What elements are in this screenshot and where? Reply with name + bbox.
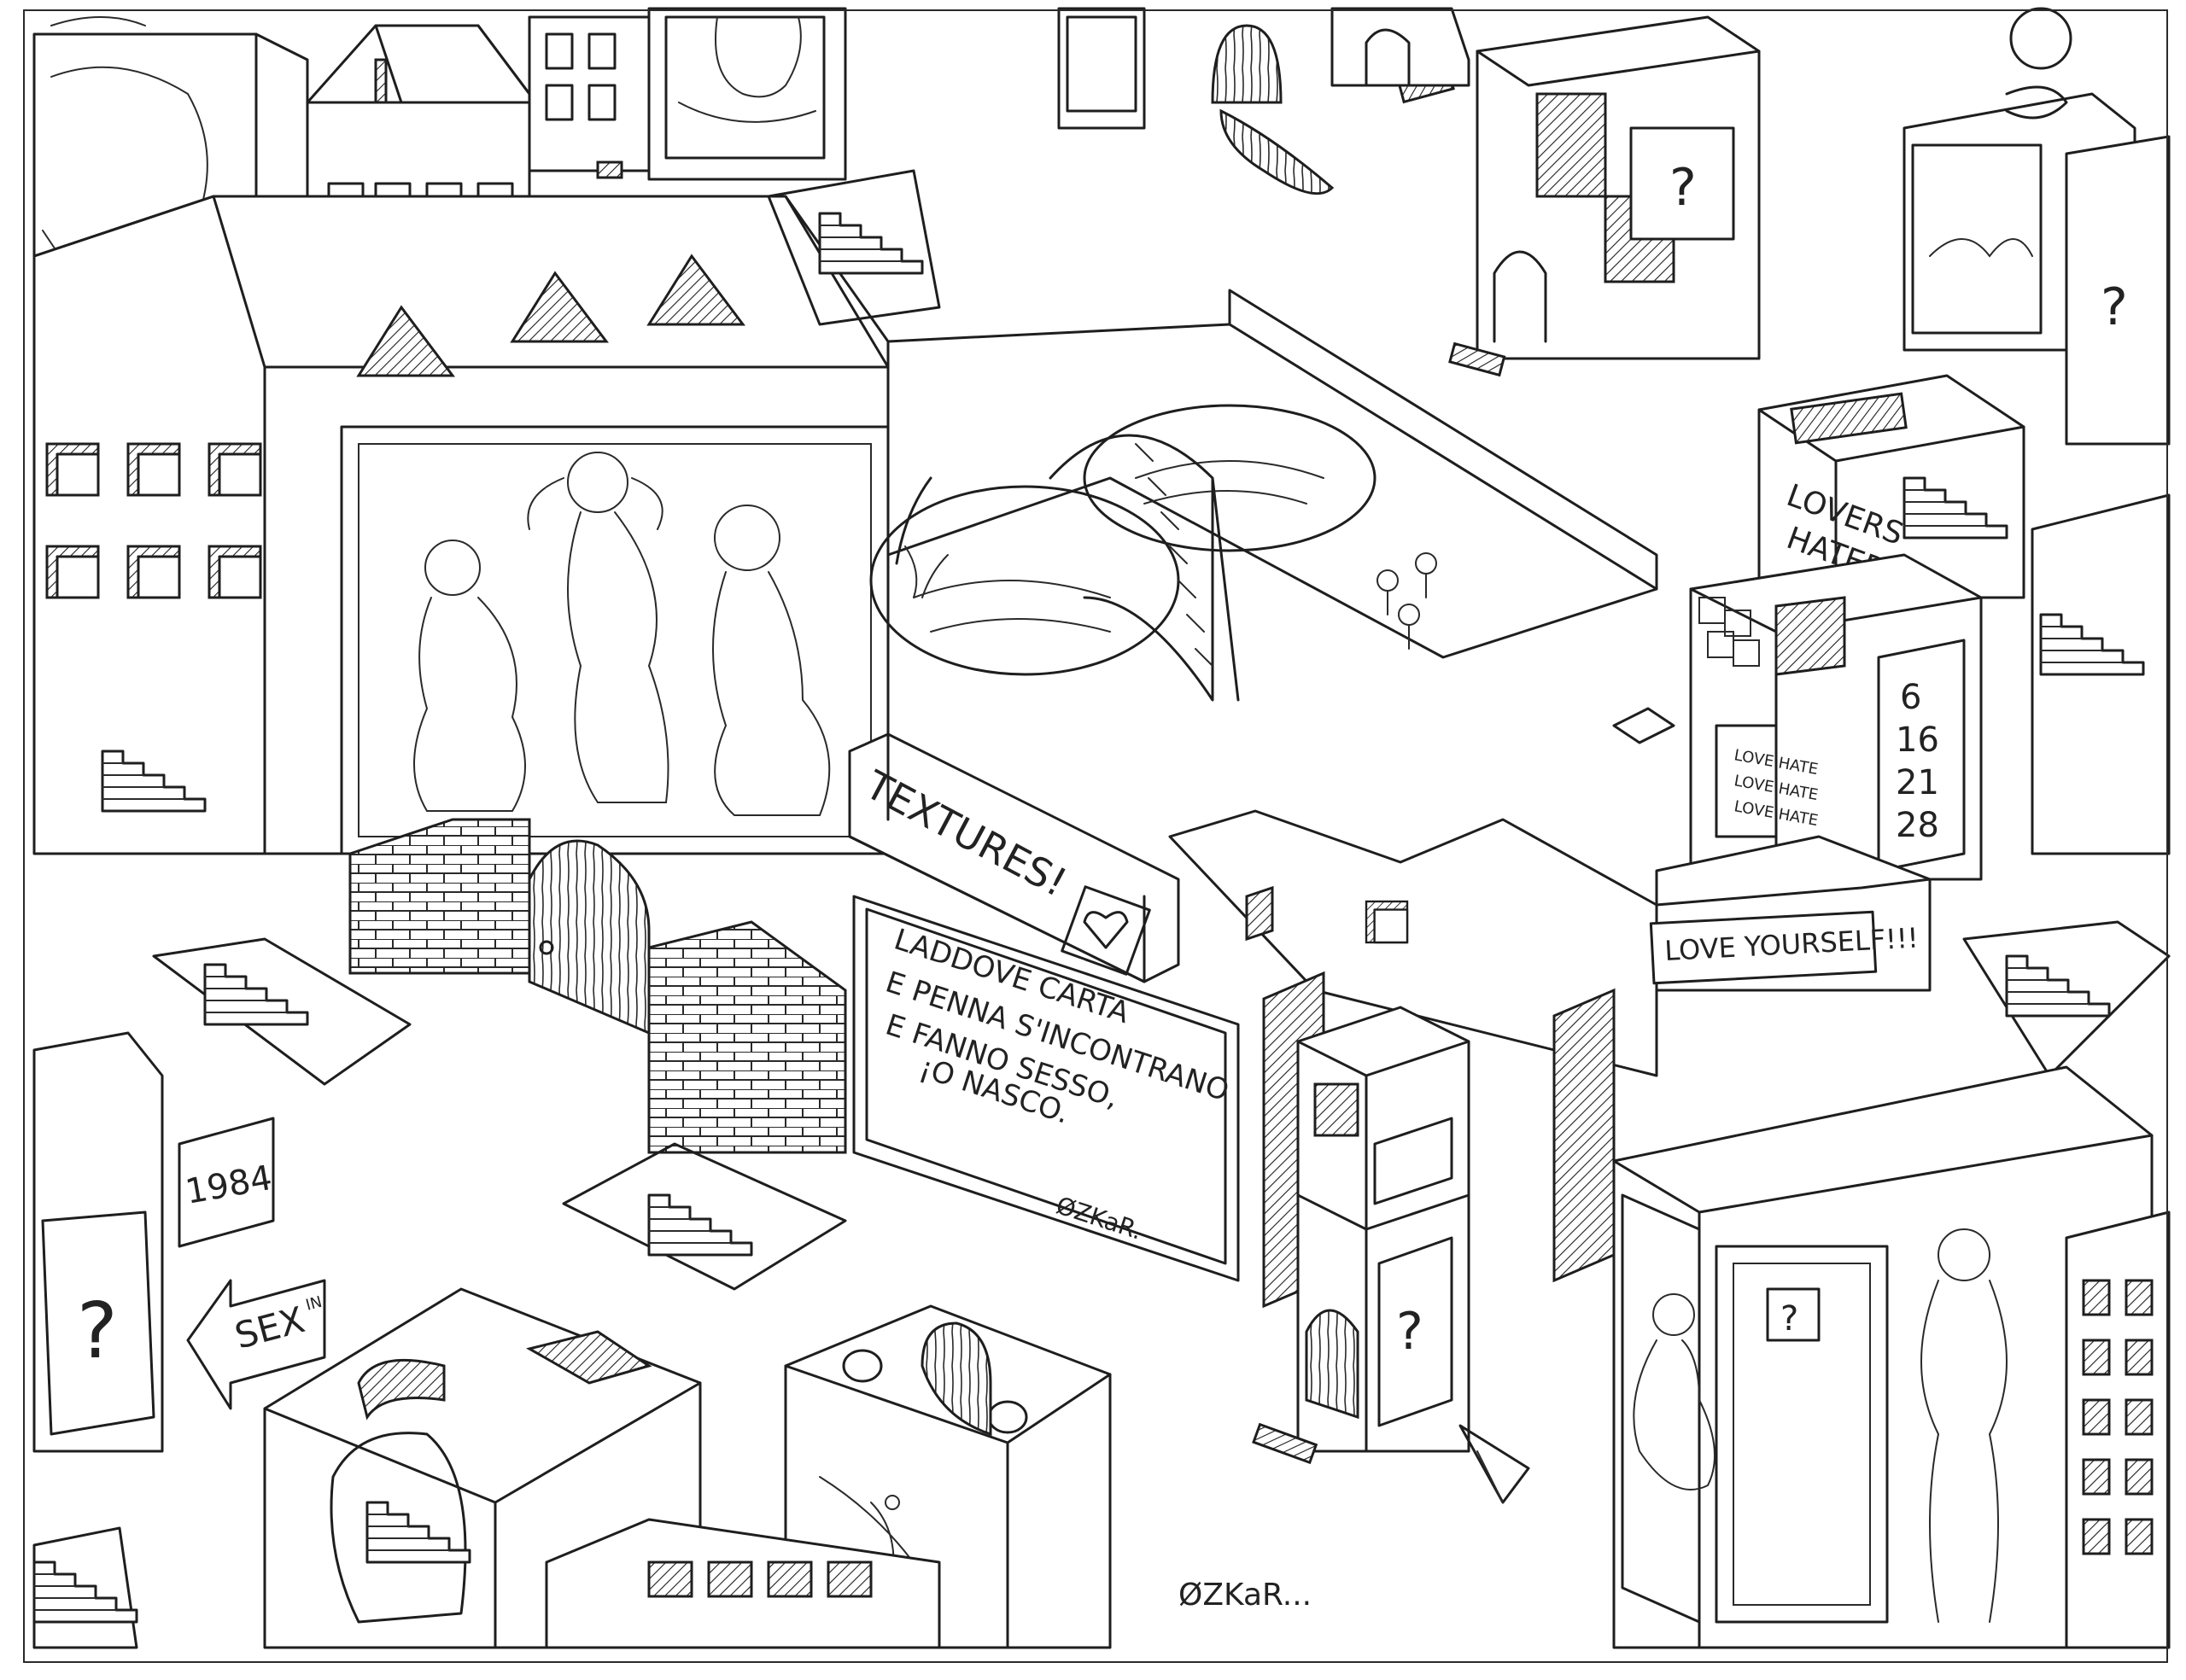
poem-sign: LADDOVE CARTA E PENNA S'INCONTRANO E FAN… [852,895,1240,1282]
stair-pit-upper [767,169,941,326]
bottom-window-block [545,1518,941,1649]
floating-wooden-door [1211,24,1455,195]
bottom-left-signs: 1984 ? SEX IN [32,1031,326,1453]
question-mark-bottom-left: ? [77,1286,118,1376]
stair-pit-left [152,937,412,1086]
small-tower: ? [1252,1006,1470,1465]
flowers [1376,552,1437,650]
seated-figure [1633,1293,1715,1490]
love-yourself-plinth: LOVE YOURSELF!!! [1649,835,1932,992]
pond-and-bridge [869,289,1658,702]
standing-figure [1920,1228,2008,1623]
paper-airplane [1458,1424,1530,1504]
sex-arrow-small-text: IN [304,1293,324,1315]
main-house [32,195,890,855]
top-right-arched-block: ? [1330,7,1761,377]
brick-wall [348,818,847,1154]
date-28: 28 [1896,806,1939,845]
stair-pit-center [562,1142,847,1291]
date-21: 21 [1896,763,1939,802]
note-cluster [1698,597,1760,667]
question-mark-right: ? [2101,277,2128,337]
date-16: 16 [1896,720,1939,760]
question-mark-frame: ? [1780,1299,1798,1339]
top-right-corner-buildings: ? [1903,7,2171,446]
question-mark-scroll: ? [1669,158,1697,218]
wooden-arched-door [528,839,651,1035]
calendar-block: LOVE HATE LOVE HATE LOVE HATE 6 16 21 28 [1612,553,1983,881]
artist-signature: ØZKaR... [1178,1578,1312,1613]
top-center-poster-building [647,7,1146,181]
bottom-right-figure-building: ? [1365,900,2171,1649]
three-figures [413,452,831,816]
right-edge-buildings [1962,493,2171,1077]
question-mark-tower: ? [1396,1302,1423,1362]
date-6: 6 [1900,678,1921,717]
